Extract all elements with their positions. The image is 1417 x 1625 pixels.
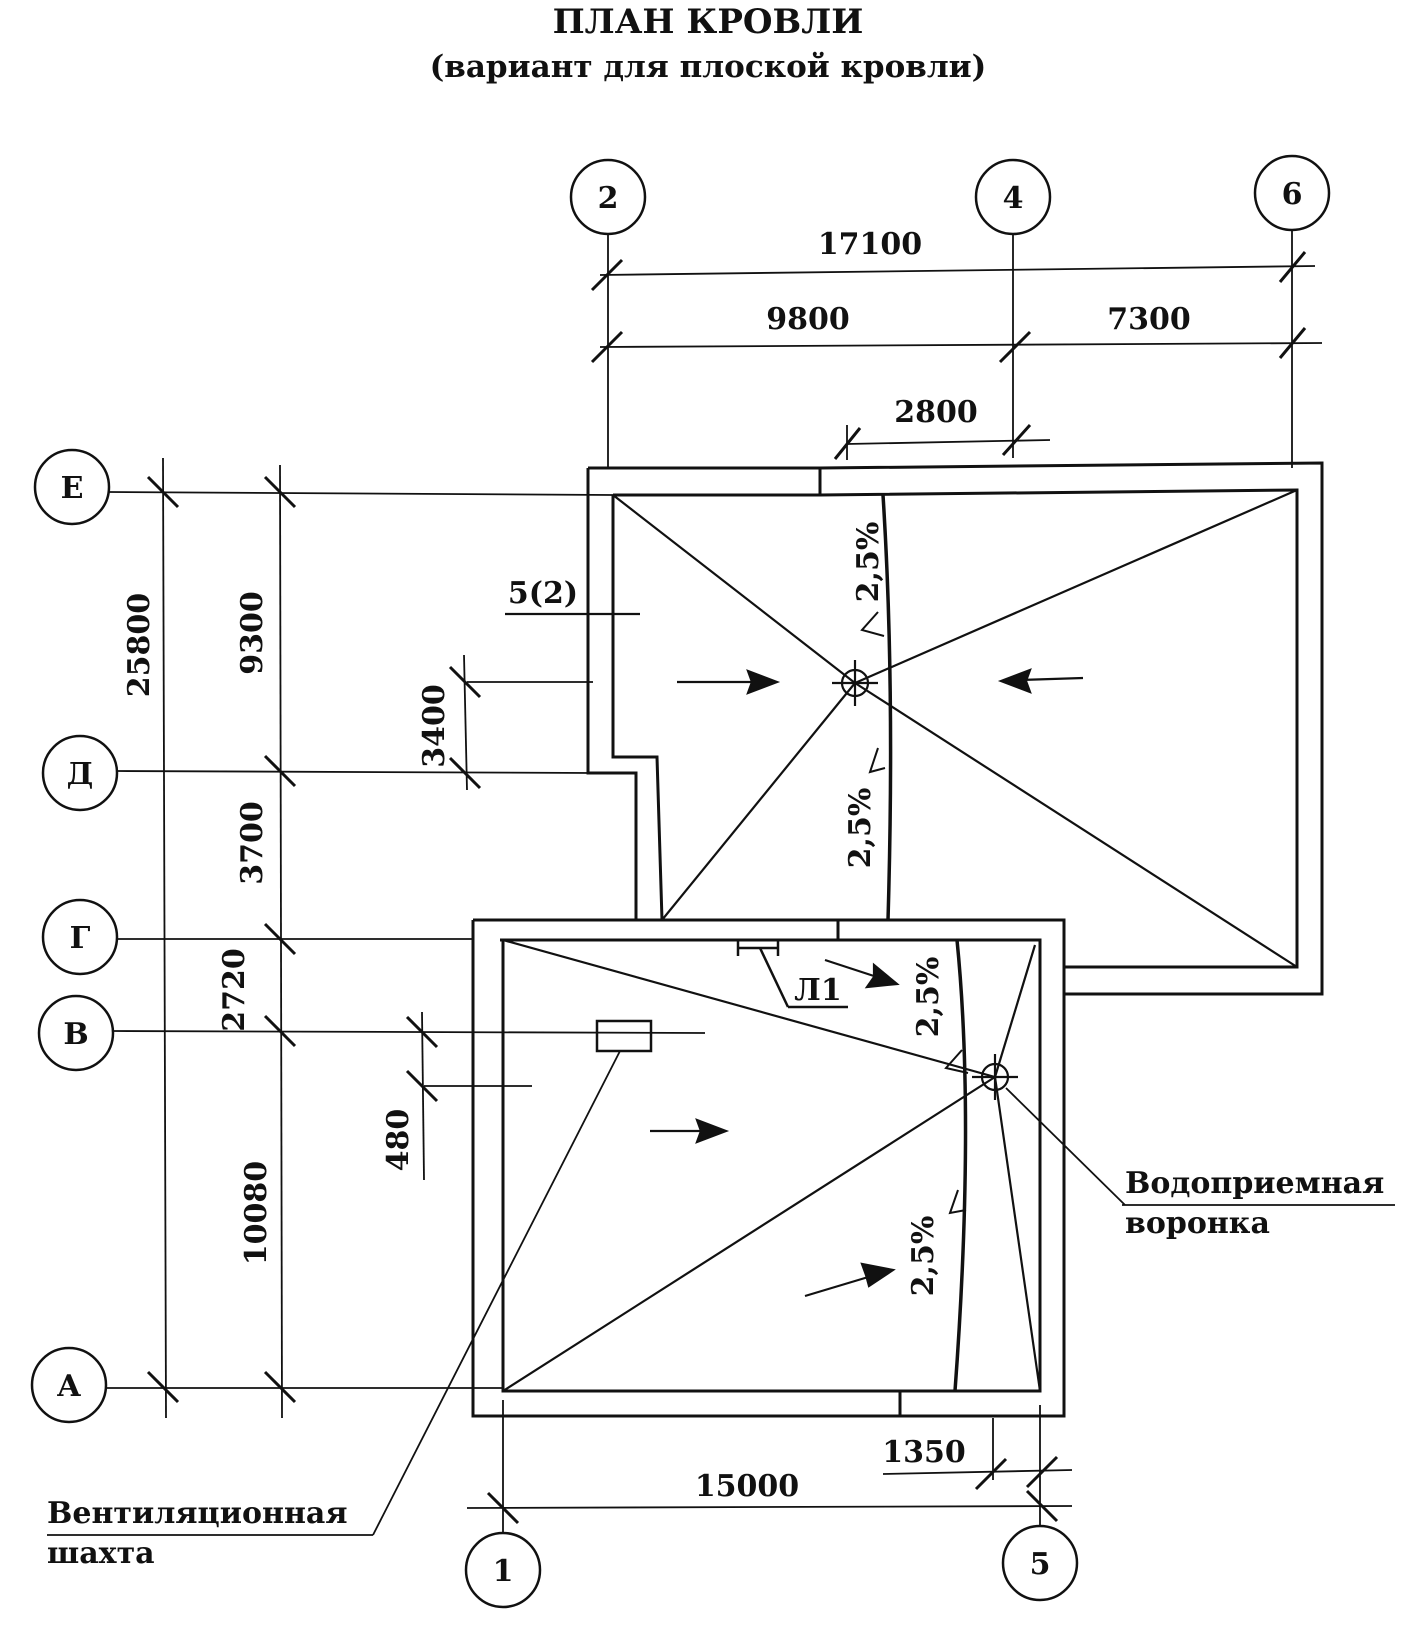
dimension-ticks	[146, 251, 1307, 1525]
upper-building-outline	[586, 461, 1324, 996]
dimension-10080: 10080	[239, 1161, 274, 1265]
axis-label-5: 5	[1030, 1547, 1051, 1582]
vent-shaft	[595, 1019, 653, 1053]
vent-shaft-leader	[47, 1050, 621, 1536]
section-label: 5(2)	[508, 576, 578, 611]
page-title: ПЛАН КРОВЛИ	[553, 2, 864, 42]
slope-label-upper-bottom: 2,5%	[843, 788, 878, 869]
page-subtitle: (вариант для плоской кровли)	[430, 49, 987, 85]
axis-label-D: Д	[67, 757, 94, 792]
slope-angle-marks	[860, 611, 969, 1215]
slope-label-lower-bottom: 2,5%	[906, 1216, 941, 1297]
axis-bubble-4: 4	[974, 158, 1052, 236]
roof-drain-upper	[832, 660, 878, 706]
axis-label-6: 6	[1282, 177, 1303, 212]
beam-l1-symbol	[736, 940, 848, 1009]
axis-bubble-E: Е	[33, 448, 111, 526]
dimension-17100: 17100	[818, 227, 922, 262]
lower-building-outline	[471, 918, 1066, 1418]
axis-bubble-2: 2	[569, 158, 647, 236]
dimension-9300: 9300	[235, 591, 270, 675]
slope-label-upper-top: 2,5%	[851, 522, 886, 603]
dimension-2800: 2800	[894, 395, 978, 430]
axis-bubble-1: 1	[464, 1531, 542, 1609]
funnel-label-line1: Водоприемная	[1125, 1166, 1384, 1201]
slope-label-lower-top: 2,5%	[911, 957, 946, 1038]
vent-label-line2: шахта	[47, 1536, 155, 1571]
dimension-25800: 25800	[122, 593, 157, 697]
dimension-3400: 3400	[417, 684, 452, 768]
dimension-480: 480	[381, 1109, 416, 1172]
axis-bubble-G: Г	[41, 898, 119, 976]
funnel-label-line2: воронка	[1125, 1206, 1270, 1241]
upper-roof-lines	[612, 488, 1298, 968]
axis-label-A: А	[57, 1369, 82, 1404]
lower-roof-lines	[502, 938, 1042, 1392]
axis-label-E: Е	[61, 471, 84, 506]
beam-label: Л1	[794, 973, 841, 1008]
dimension-7300: 7300	[1107, 302, 1191, 337]
vent-label-line1: Вентиляционная	[47, 1496, 348, 1531]
axis-bubble-5: 5	[1001, 1524, 1079, 1602]
dimension-9800: 9800	[766, 302, 850, 337]
axis-label-2: 2	[598, 181, 619, 216]
flow-arrows	[650, 668, 1084, 1298]
axis-label-G: Г	[70, 921, 91, 956]
funnel-leader	[1005, 1087, 1395, 1206]
axis-label-V: В	[63, 1017, 88, 1052]
axis-label-4: 4	[1003, 181, 1024, 216]
dimension-3700: 3700	[235, 801, 270, 885]
axis-bubble-V: В	[37, 994, 115, 1072]
axis-lines	[106, 230, 1293, 1533]
axis-label-1: 1	[493, 1554, 514, 1589]
axis-bubble-D: Д	[41, 734, 119, 812]
axis-bubble-6: 6	[1253, 154, 1331, 232]
dimension-1350: 1350	[882, 1435, 966, 1470]
dimension-2720: 2720	[217, 948, 252, 1032]
roof-drain-lower	[972, 1054, 1018, 1100]
top-dimension-lines	[599, 265, 1323, 460]
axis-bubble-A: А	[30, 1346, 108, 1424]
dimension-15000: 15000	[695, 1469, 799, 1504]
bottom-dimension-lines	[466, 1418, 1073, 1509]
